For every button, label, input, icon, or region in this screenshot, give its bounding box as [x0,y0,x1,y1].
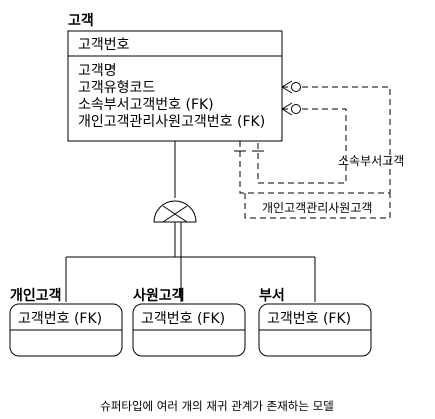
entity-customer-attr-4: 개인고객관리사원고객번호 (FK) [78,114,265,130]
exclusive-subtype-symbol [153,200,197,223]
relationship-dept-customer-optional-marker [291,82,301,92]
entity-individual-customer-key-attr: 고객번호 (FK) [18,311,102,327]
relationship-employee-customer[interactable]: 개인고객관리사원고객 [244,102,391,219]
entity-department-key-attr: 고객번호 (FK) [267,311,351,327]
entity-customer-title: 고객 [68,12,94,29]
entity-individual-customer[interactable]: 개인고객 고객번호 (FK) [9,287,123,357]
relationship-employee-customer-line [257,108,347,184]
exclusive-subtype-cross-b [162,205,188,223]
entity-customer-attr-2: 고객유형코드 [78,80,155,96]
diagram-caption: 슈퍼타입에 여러 개의 재귀 관계가 존재하는 모델 [100,399,334,413]
relationship-employee-customer-label: 개인고객관리사원고객 [262,201,372,215]
relationship-employee-customer-crow-foot-top [281,102,293,110]
entity-customer-attr-1: 고객명 [78,63,117,79]
entity-customer-attr-3: 소속부서고객번호 (FK) [78,97,214,113]
entity-department-title: 부서 [259,288,285,304]
entity-customer[interactable]: 고객 고객번호 고객명 고객유형코드 소속부서고객번호 (FK) 개인고객관리사… [67,12,283,142]
relationship-dept-customer[interactable]: 소속부서고객 [234,80,404,194]
entity-employee-customer[interactable]: 사원고객 고객번호 (FK) [132,287,246,357]
subtype-connector [65,141,316,302]
relationship-employee-customer-extension [244,193,391,219]
entity-individual-customer-title: 개인고객 [10,287,62,304]
entity-customer-box [67,30,283,142]
entity-customer-key-attr: 고객번호 [78,37,130,53]
entity-employee-customer-key-attr: 고객번호 (FK) [141,311,225,327]
relationship-dept-customer-crow-foot-bottom [281,86,293,94]
entity-employee-customer-title: 사원고객 [133,287,185,304]
relationship-dept-customer-crow-foot-top [281,80,293,88]
relationship-employee-customer-optional-marker [291,104,301,114]
relationship-dept-customer-label: 소속부서고객 [338,154,404,168]
relationship-employee-customer-crow-foot-bottom [281,108,293,116]
entity-department[interactable]: 부서 고객번호 (FK) [258,288,372,357]
